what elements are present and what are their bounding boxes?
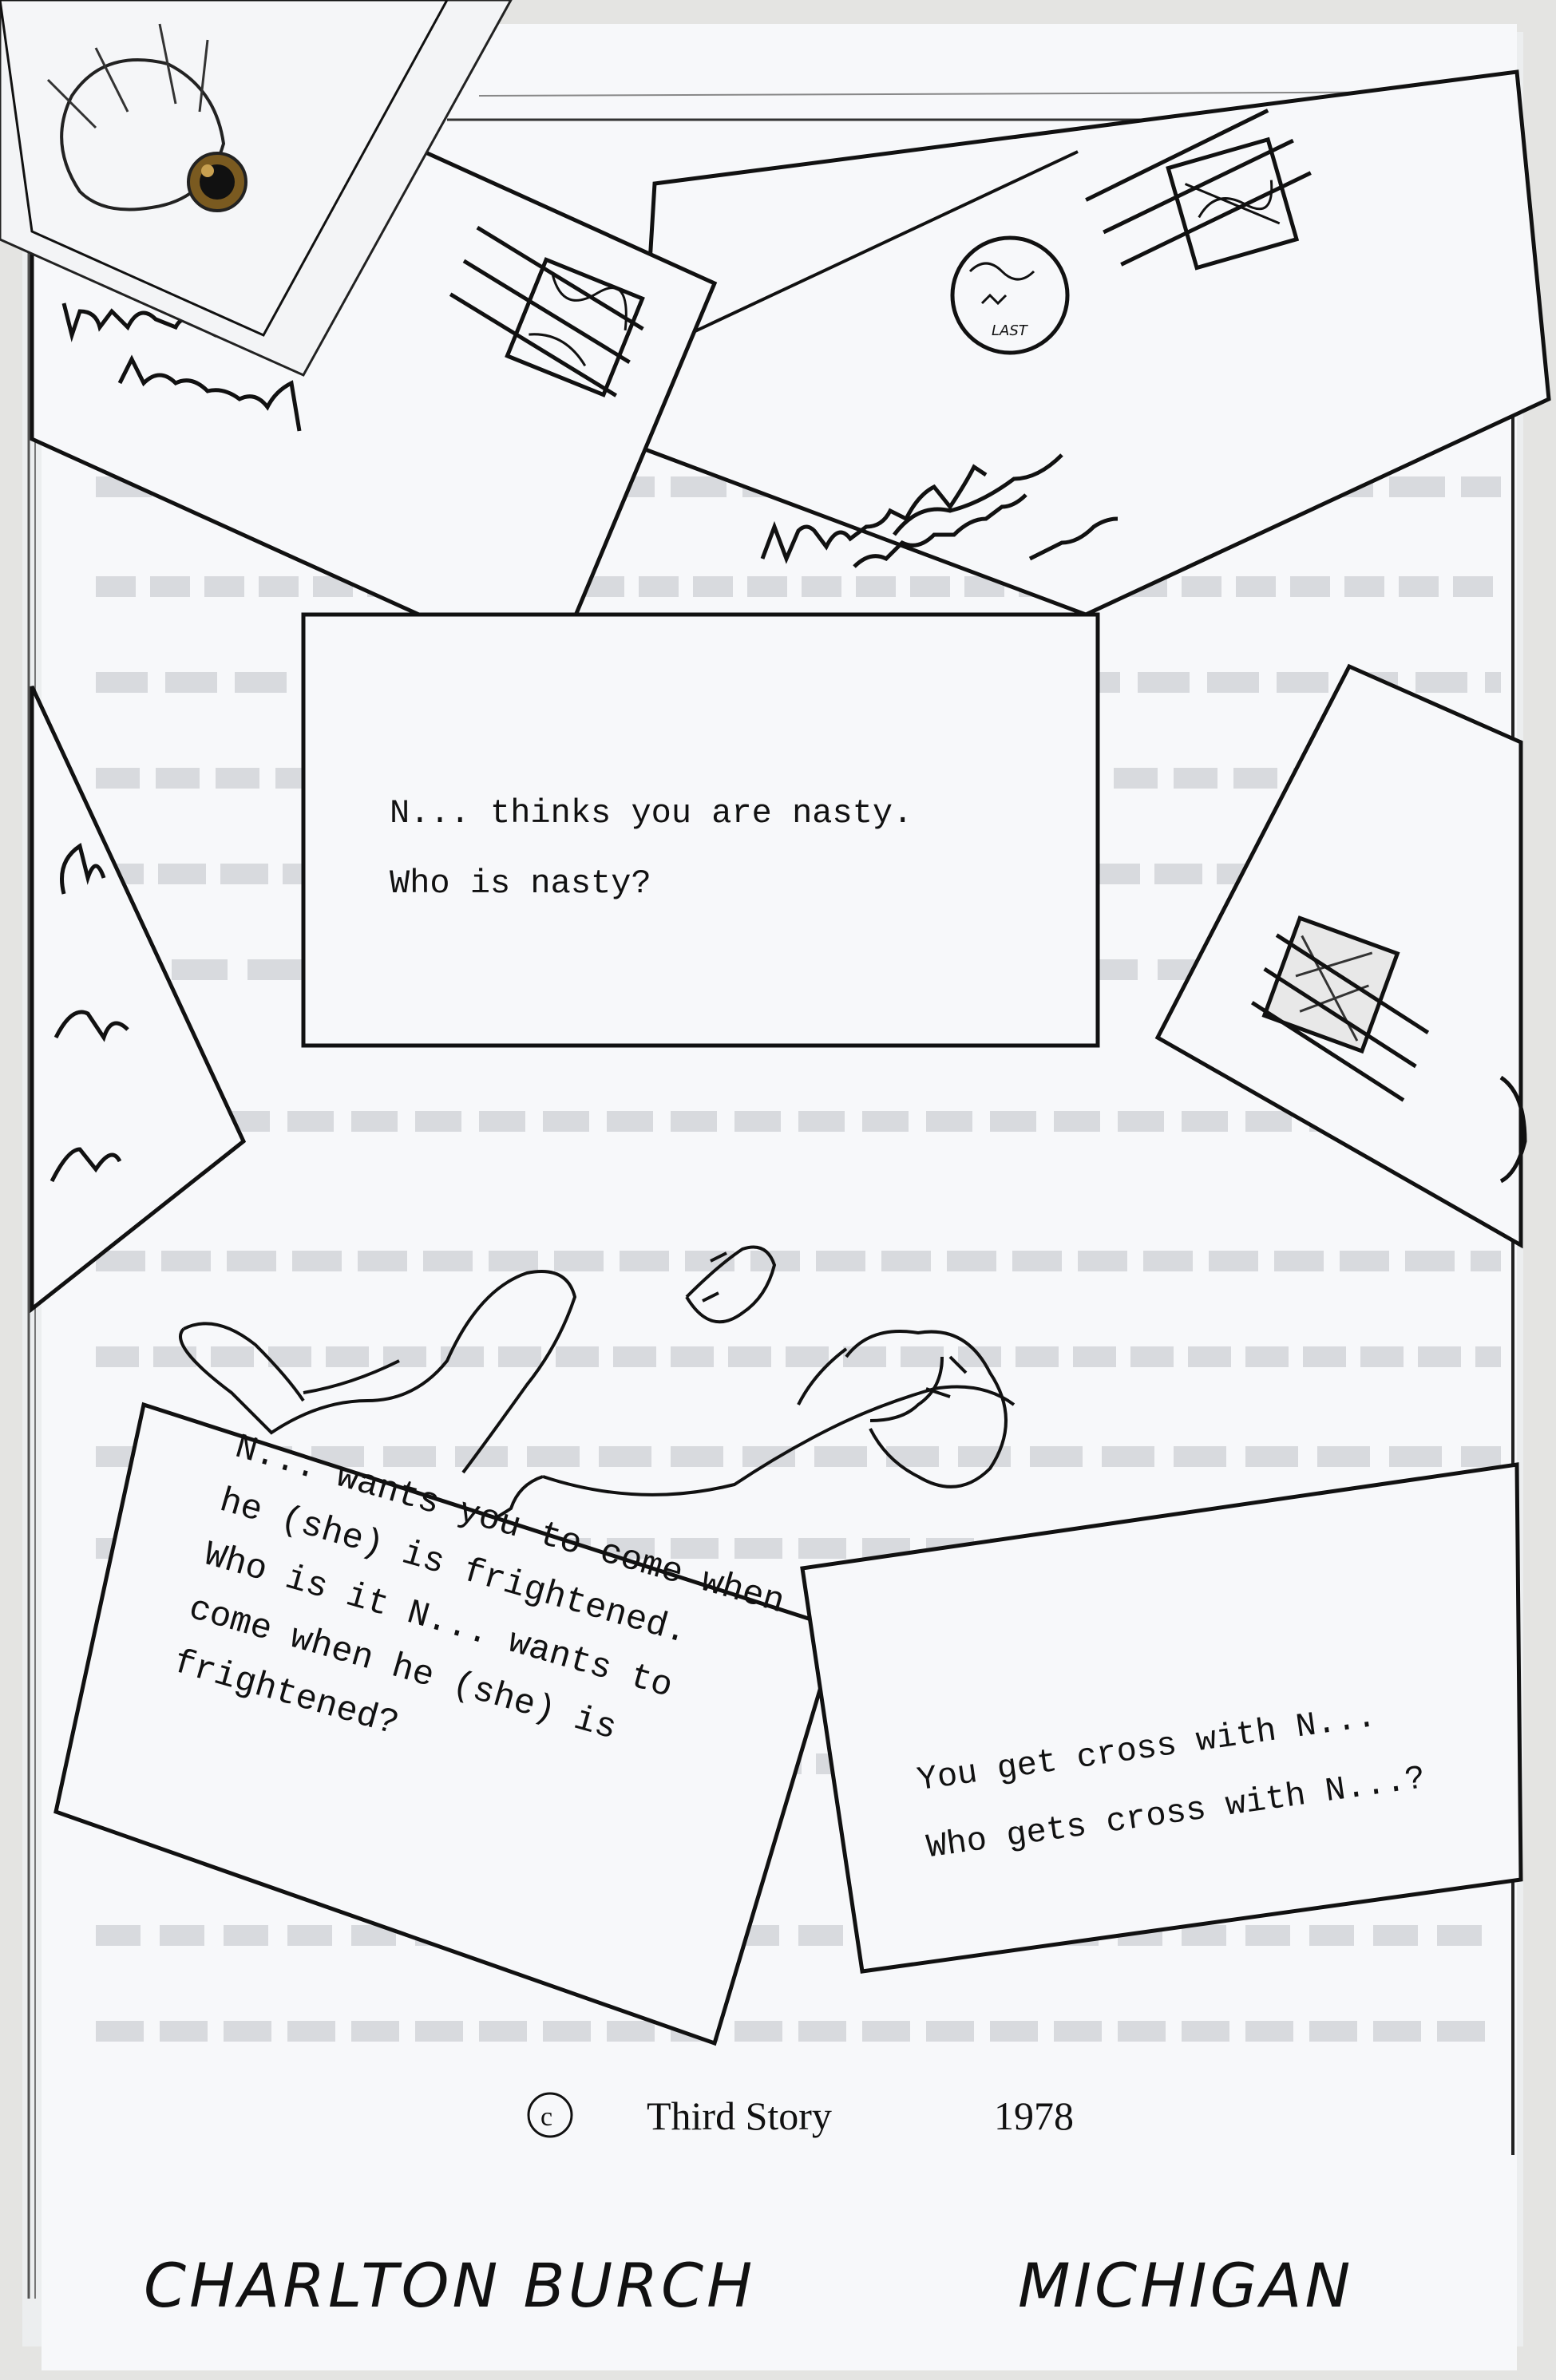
postmark-icon: LAST — [950, 235, 1070, 355]
stamp-icon — [1250, 915, 1430, 1102]
card-center-line2: Who is nasty? — [390, 864, 651, 903]
top-left-pages — [0, 0, 513, 377]
envelope-left — [30, 685, 247, 1314]
stamp-icon — [449, 226, 645, 397]
card-right: You get cross with N... Who gets cross w… — [800, 1462, 1523, 1974]
address-scribble — [760, 453, 1118, 568]
envelope-right — [1154, 663, 1527, 1249]
card-center-line1: N... thinks you are nasty. — [390, 794, 913, 832]
address-scribble — [49, 842, 129, 1183]
stamp-icon — [1085, 109, 1312, 271]
card-center: N... thinks you are nasty. Who is nasty? — [301, 612, 1100, 1048]
copyright-line: © c Third Story 1978 — [527, 2092, 1074, 2138]
handwritten-name: CHARLTON BURCH — [144, 2250, 755, 2321]
copyright-icon — [527, 2092, 573, 2138]
handwritten-place: MICHIGAN — [1018, 2250, 1353, 2321]
rivet-icon — [187, 152, 247, 212]
publisher-name: Third Story — [647, 2093, 832, 2138]
handwritten-caption: CHARLTON BURCH MICHIGAN — [144, 2250, 1353, 2321]
svg-text:LAST: LAST — [992, 322, 1029, 339]
publication-year: 1978 — [994, 2093, 1074, 2138]
copyright-c: c — [540, 2102, 552, 2132]
